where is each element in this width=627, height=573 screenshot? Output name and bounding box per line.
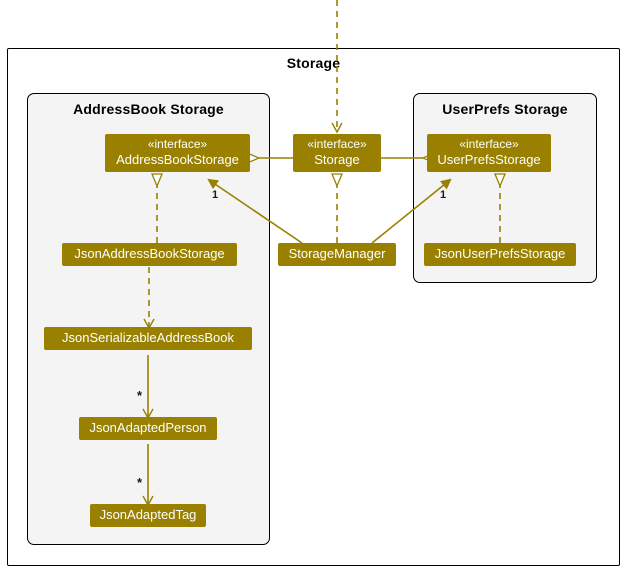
node-addressbookstorage[interactable]: «interface» AddressBookStorage bbox=[105, 134, 250, 172]
node-addressbookstorage-name: AddressBookStorage bbox=[116, 152, 239, 167]
node-storage-stereotype: «interface» bbox=[307, 137, 367, 151]
node-userprefsstorage-name: UserPrefsStorage bbox=[437, 152, 541, 167]
multiplicity-addressbookstorage: 1 bbox=[212, 189, 219, 201]
node-storagemanager[interactable]: StorageManager bbox=[278, 243, 396, 266]
node-storage-name: Storage bbox=[314, 152, 360, 167]
node-addressbookstorage-stereotype: «interface» bbox=[147, 137, 208, 151]
node-jsonuserprefsstorage[interactable]: JsonUserPrefsStorage bbox=[424, 243, 576, 266]
node-jsonadaptedperson[interactable]: JsonAdaptedPerson bbox=[79, 417, 217, 440]
multiplicity-userprefsstorage: 1 bbox=[440, 189, 447, 201]
package-addressbook-storage-title: AddressBook Storage bbox=[73, 101, 224, 117]
node-userprefsstorage[interactable]: «interface» UserPrefsStorage bbox=[427, 134, 551, 172]
node-jsonaddressbookstorage[interactable]: JsonAddressBookStorage bbox=[62, 243, 237, 266]
node-storage[interactable]: «interface» Storage bbox=[293, 134, 381, 172]
node-jsonadaptedtag[interactable]: JsonAdaptedTag bbox=[90, 504, 206, 527]
package-userprefs-storage-title: UserPrefs Storage bbox=[442, 101, 568, 117]
node-userprefsstorage-stereotype: «interface» bbox=[459, 137, 519, 151]
multiplicity-jsonadaptedperson: * bbox=[137, 388, 143, 403]
package-storage-title: Storage bbox=[286, 55, 341, 71]
multiplicity-jsonadaptedtag: * bbox=[137, 475, 143, 490]
node-jsonserializableaddressbook[interactable]: JsonSerializableAddressBook bbox=[44, 327, 252, 350]
